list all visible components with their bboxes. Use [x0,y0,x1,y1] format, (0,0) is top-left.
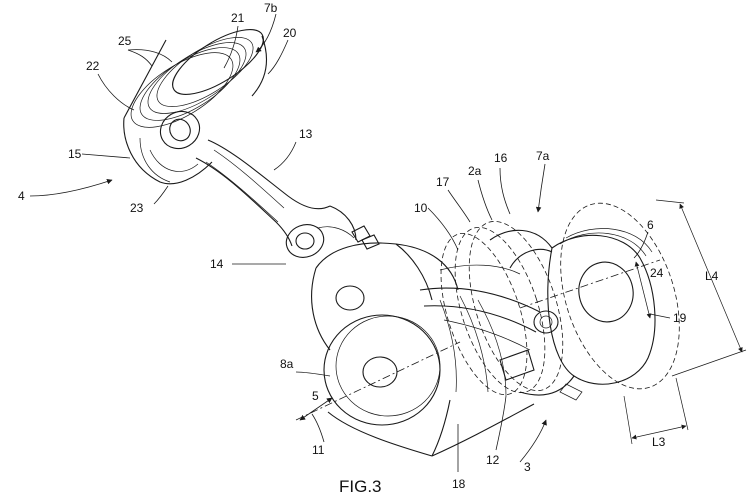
crank-housing [311,242,535,457]
label-5: 5 [312,389,319,403]
upper-piston [123,29,268,185]
label-25: 25 [118,34,132,48]
label-17: 17 [436,175,450,189]
label-18: 18 [452,477,466,491]
connecting-rod [195,139,380,258]
leader-lines [29,13,671,473]
label-7b: 7b [264,1,278,15]
label-6: 6 [647,218,654,232]
direction-arrow-5 [299,397,333,421]
label-L3: L3 [652,435,666,449]
reference-labels: 21 7b 25 20 22 13 15 4 23 16 7a 2a 17 10… [18,1,719,491]
label-16: 16 [494,151,508,165]
label-19: 19 [673,311,687,325]
dimension-lines [623,199,747,445]
lower-piston [419,202,680,401]
label-21: 21 [231,11,245,25]
label-24: 24 [650,266,664,280]
label-23: 23 [130,201,144,215]
label-22: 22 [86,59,100,73]
label-10: 10 [414,201,428,215]
label-20: 20 [283,26,297,40]
label-3: 3 [524,460,531,474]
label-8a: 8a [280,357,294,371]
axis-lines [295,259,661,421]
label-7a: 7a [536,149,550,163]
label-14: 14 [210,257,224,271]
label-4: 4 [18,189,25,203]
label-13: 13 [299,127,313,141]
figure-caption: FIG.3 [339,477,382,496]
label-12: 12 [486,453,500,467]
label-L4: L4 [705,269,719,283]
label-11: 11 [312,443,325,457]
label-2a: 2a [468,164,482,178]
label-15: 15 [68,147,82,161]
